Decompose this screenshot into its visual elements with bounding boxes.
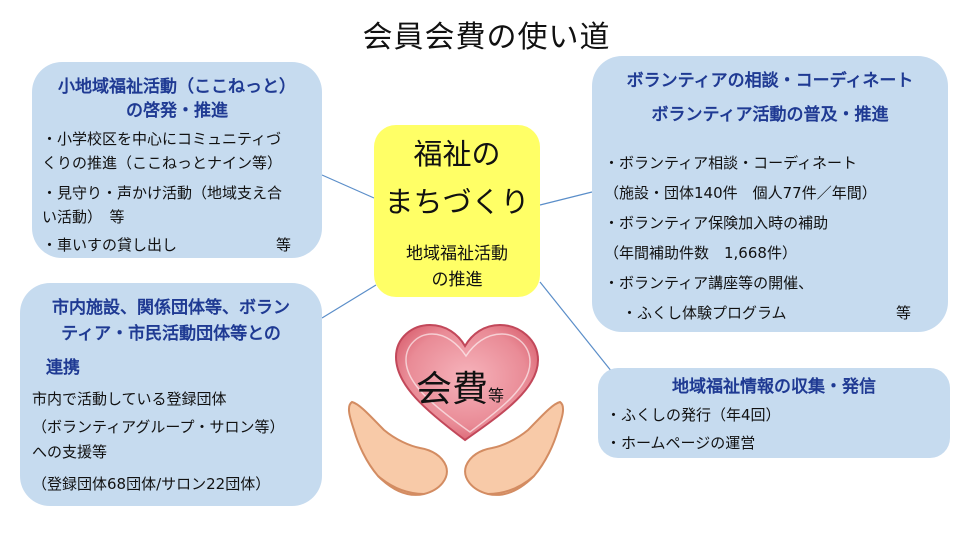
list-item: ・ボランティア相談・コーディネート [604,154,858,172]
list-item: （ボランティアグループ・サロン等） [32,418,285,436]
list-item: ・ボランティア保険加入時の補助 [604,214,829,232]
heart-label: 会費等 [416,360,504,412]
list-item: ・小学校区を中心にコミュニティづ [42,130,282,148]
center-sub-line-1: 地域福祉活動 [406,244,508,264]
connector-top-right [539,191,593,206]
center-box-welfare-town: 福祉の まちづくり 地域福祉活動 の推進 [374,125,540,297]
box-welfare-information-title: 地域福祉情報の収集・発信 [672,377,876,397]
list-item: （年間補助件数 1,668件） [604,244,797,262]
list-item: 市内で活動している登録団体 [32,390,227,408]
list-item-suffix: 等 [896,304,912,322]
box-volunteer-support: ボランティアの相談・コーディネート ボランティア活動の普及・推進 ・ボランティア… [592,56,948,332]
box-welfare-information: 地域福祉情報の収集・発信 ・ふくしの発行（年4回） ・ホームページの運営 [598,368,950,458]
list-item: ・ボランティア講座等の開催、 [604,274,814,292]
box-community-welfare: 小地域福祉活動（ここねっと） の啓発・推進 ・小学校区を中心にコミュニティづ く… [32,62,322,258]
connector-bottom-left [321,284,377,319]
center-title-line-2: まちづくり [384,185,530,219]
box-organization-collaboration-title-3: 連携 [46,358,80,378]
list-item: ・見守り・声かけ活動（地域支え合 [42,184,283,202]
list-item-suffix: 等 [276,236,292,254]
list-item: ・ふくしの発行（年4回） [606,406,781,424]
connector-bottom-right [539,281,613,373]
heart-label-suffix: 等 [488,386,505,405]
box-volunteer-support-title-1: ボランティアの相談・コーディネート [626,71,914,91]
heart-icon [394,323,540,442]
box-organization-collaboration: 市内施設、関係団体等、ボラン ティア・市民活動団体等との 連携 市内で活動してい… [20,283,322,506]
list-item: ・車いすの貸し出し [42,236,178,254]
list-item: （登録団体68団体/サロン22団体） [32,475,271,493]
page-title: 会員会費の使い道 [362,20,611,55]
center-sub-line-2: の推進 [431,270,483,290]
right-hand-icon [464,400,565,496]
connector-top-left [321,174,375,199]
list-item: くりの推進（ここねっとナイン等） [42,154,283,172]
box-community-welfare-title-1: 小地域福祉活動（ここねっと） [58,77,296,97]
list-item: ・ふくし体験プログラム [622,304,787,322]
heart-outline-icon [405,333,531,433]
list-item: への支援等 [32,443,108,461]
box-organization-collaboration-title-1: 市内施設、関係団体等、ボラン [52,298,290,318]
box-organization-collaboration-title-2: ティア・市民活動団体等との [61,324,281,344]
list-item: ・ホームページの運営 [606,434,756,452]
box-volunteer-support-title-2: ボランティア活動の普及・推進 [651,105,889,125]
left-hand-icon [347,400,448,496]
box-community-welfare-title-2: の啓発・推進 [126,101,228,121]
heart-label-main: 会費 [416,369,489,410]
list-item: い活動） 等 [42,208,125,226]
list-item: （施設・団体140件 個人77件／年間） [604,184,877,202]
center-title-line-1: 福祉の [413,137,501,171]
